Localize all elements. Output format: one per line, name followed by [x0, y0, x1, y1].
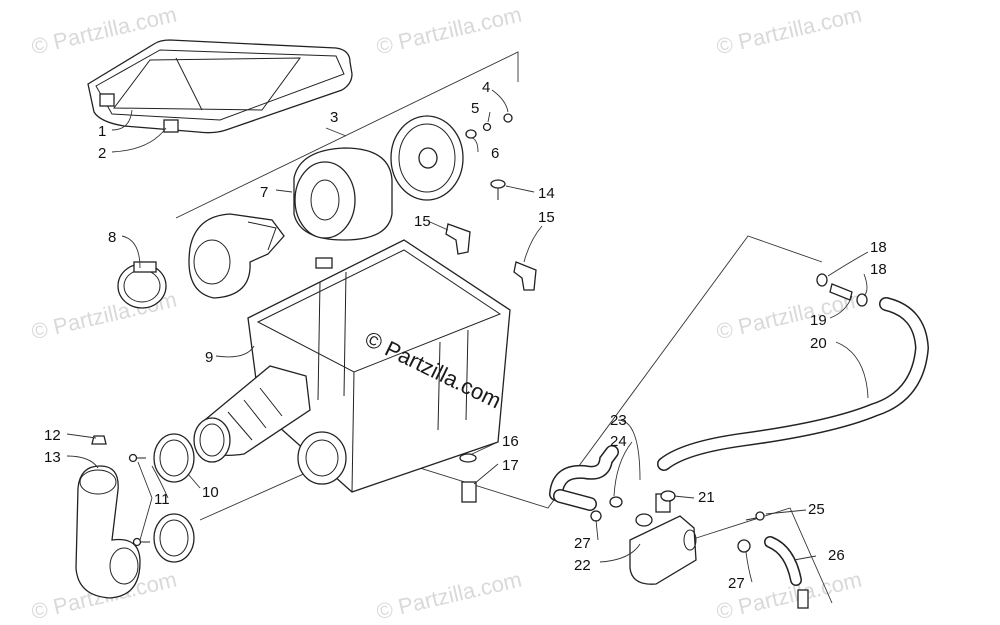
label-26: 26 [828, 547, 845, 564]
label-3: 3 [330, 109, 338, 126]
label-22: 22 [574, 557, 591, 574]
leader-lines [66, 89, 869, 583]
check-valve [629, 493, 697, 585]
retaining-clips [445, 223, 537, 291]
label-14: 14 [538, 185, 555, 202]
grommet-spacer [459, 453, 477, 503]
hose-fittings [816, 273, 868, 307]
label-15: 15 [538, 209, 555, 226]
label-23: 23 [610, 412, 627, 429]
label-18: 18 [870, 261, 887, 278]
label-8: 8 [108, 229, 116, 246]
label-7: 7 [260, 184, 268, 201]
label-25: 25 [808, 501, 825, 518]
label-27: 27 [574, 535, 591, 552]
label-9: 9 [205, 349, 213, 366]
elbow-hose [764, 536, 809, 609]
label-27: 27 [728, 575, 745, 592]
label-15: 15 [414, 213, 431, 230]
clamp-screws [128, 453, 150, 547]
drain-hose [549, 445, 619, 511]
label-20: 20 [810, 335, 827, 352]
label-21: 21 [698, 489, 715, 506]
filter-cage [188, 213, 285, 299]
label-2: 2 [98, 145, 106, 162]
label-5: 5 [471, 100, 479, 117]
label-19: 19 [810, 312, 827, 329]
label-6: 6 [491, 145, 499, 162]
small-clamps [590, 490, 751, 553]
label-4: 4 [482, 79, 490, 96]
breather-hose [657, 297, 930, 471]
label-16: 16 [502, 433, 519, 450]
label-24: 24 [610, 433, 627, 450]
label-10: 10 [202, 484, 219, 501]
label-11: 11 [154, 491, 170, 508]
duct-clamps [153, 433, 195, 563]
part-number-labels: 1 2 3 4 5 6 7 8 9 10 11 12 13 14 15 15 1… [44, 79, 887, 592]
label-17: 17 [502, 457, 519, 474]
label-18: 18 [870, 239, 887, 256]
filter-end-cap [390, 115, 464, 201]
bolt [490, 179, 506, 200]
intake-snorkel [75, 435, 141, 599]
inlet-duct [193, 365, 311, 463]
hose-clamp [117, 261, 167, 309]
air-filter-element [293, 147, 393, 241]
outlet-port [297, 431, 347, 485]
label-1: 1 [98, 123, 106, 140]
label-13: 13 [44, 449, 61, 466]
fastener-set [465, 113, 513, 139]
label-12: 12 [44, 427, 61, 444]
air-box-cover [87, 39, 353, 134]
mounting-screw [745, 511, 765, 521]
